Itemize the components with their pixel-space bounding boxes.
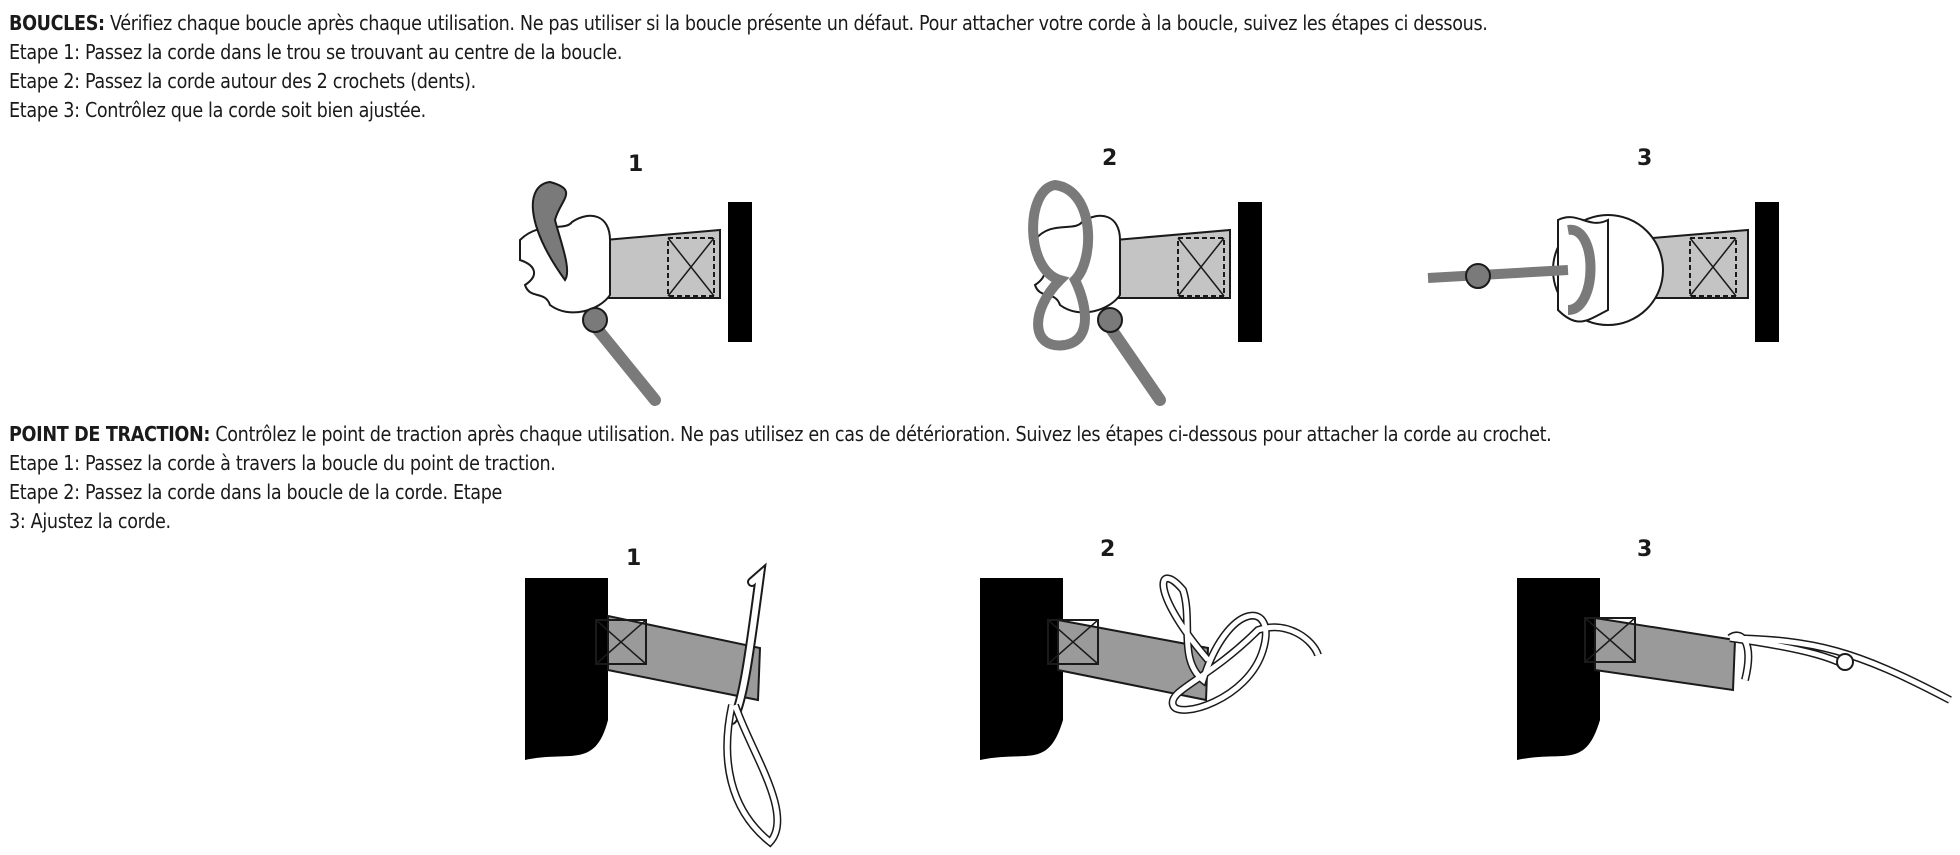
traction-figure-label-3: 3 [1637,537,1653,562]
strap-stitching [667,237,715,297]
strap-stitching [1689,237,1737,297]
traction-intro: Contrôlez le point de traction après cha… [210,422,1552,446]
boucles-intro-line: BOUCLES: Vérifiez chaque boucle après ch… [9,9,1488,38]
traction-strap [1057,618,1210,702]
buckle-strap [1114,228,1231,299]
hull [1517,578,1600,760]
traction-figure-label-1: 1 [626,546,642,571]
rope-end [1099,314,1166,406]
rope-knot [1097,307,1123,333]
boucles-heading: BOUCLES: [9,11,105,35]
buckle-mount-plate [1755,202,1779,342]
buckle-mount-plate [728,202,752,342]
traction-intro-line: POINT DE TRACTION: Contrôlez le point de… [9,420,1552,449]
boucles-step-2: Etape 2: Passez la corde autour des 2 cr… [9,69,476,93]
traction-step-3-illustration [1517,578,1952,760]
traction-step-2: Etape 2: Passez la corde dans la boucle … [9,480,503,504]
buckle-step-2-illustration [1028,179,1262,406]
buckle-strap [604,228,721,299]
traction-figure-label-2: 2 [1100,537,1116,562]
boucles-step-3: Etape 3: Contrôlez que la corde soit bie… [9,98,426,122]
hull [980,578,1063,760]
traction-strap [1594,616,1737,692]
strap-cross-stitch [1689,237,1737,297]
strap-cross-stitch [1047,619,1099,665]
boucles-figure-label-3: 3 [1637,146,1653,171]
rope-end [584,314,661,406]
strap-cross-stitch [595,619,647,665]
strap-stitching [1177,237,1225,297]
rope-line [1427,265,1569,283]
rope-knot [582,307,608,333]
strap-cross-stitch [1584,617,1636,663]
buckle-mount-plate [1238,202,1262,342]
strap-stitching [595,619,647,665]
traction-step-1: Etape 1: Passez la corde à travers la bo… [9,451,556,475]
buckle-step-3-illustration [1427,202,1779,342]
traction-step-1-illustration [525,562,782,848]
traction-instructions: POINT DE TRACTION: Contrôlez le point de… [9,420,1552,536]
rope-knot [1465,263,1491,289]
boucles-figure-label-1: 1 [628,152,644,177]
hull [525,578,608,760]
boucles-figure-label-2: 2 [1102,146,1118,171]
traction-step-3: 3: Ajustez la corde. [9,509,171,533]
rope-loop [531,180,569,282]
strap-cross-stitch [1177,237,1225,297]
rope-knot [1836,653,1854,671]
traction-heading: POINT DE TRACTION: [9,422,211,446]
rope-knot [1160,576,1321,713]
strap-cross-stitch [667,237,715,297]
rope-loop [724,704,780,846]
rope-loop [1028,179,1094,351]
buckle-hook [1557,216,1609,323]
strap-stitching [1047,619,1099,665]
strap-stitching [1584,617,1636,663]
boucles-instructions: BOUCLES: Vérifiez chaque boucle après ch… [9,9,1488,125]
boucles-step-1: Etape 1: Passez la corde dans le trou se… [9,40,623,64]
traction-strap [607,614,762,702]
boucles-intro: Vérifiez chaque boucle après chaque util… [104,11,1488,35]
buckle-step-1-illustration [519,180,752,406]
rope-loop [1566,224,1596,315]
traction-step-2-illustration [980,574,1322,760]
